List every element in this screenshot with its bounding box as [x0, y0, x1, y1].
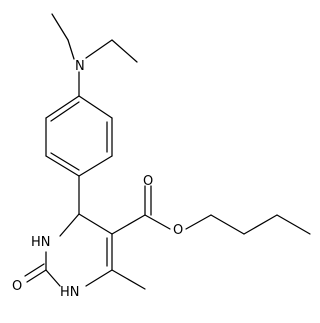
- bond: [50, 152, 80, 171]
- atom-label-ether-o: O: [173, 223, 183, 238]
- bond: [78, 155, 113, 177]
- bond: [243, 214, 278, 235]
- atom-label-carbonyl-o: O: [143, 174, 153, 189]
- atom-label-amine-n: N: [75, 59, 85, 74]
- bond: [276, 214, 311, 235]
- bond: [111, 39, 138, 63]
- bond: [85, 39, 113, 59]
- bond: [111, 269, 146, 290]
- bond: [45, 269, 61, 287]
- bond: [111, 214, 146, 235]
- atom-label-urea-o: O: [12, 279, 22, 294]
- bond: [45, 155, 80, 177]
- bond: [59, 213, 80, 237]
- bond: [26, 269, 47, 283]
- bond: [85, 269, 113, 287]
- atom-label-ring-nh-upper: HN: [31, 235, 51, 250]
- bond: [51, 13, 69, 41]
- bond-layer: [24, 13, 311, 290]
- bond: [78, 213, 113, 235]
- bond: [24, 263, 45, 277]
- bond: [50, 101, 80, 122]
- bond: [144, 214, 171, 230]
- bond: [78, 95, 113, 119]
- atom-label-layer: N O O HN HN O: [12, 59, 183, 300]
- atom-label-ring-nh-lower: HN: [60, 285, 80, 300]
- bond: [67, 39, 75, 60]
- bond: [185, 214, 212, 230]
- bond: [45, 95, 80, 119]
- bond: [210, 214, 245, 235]
